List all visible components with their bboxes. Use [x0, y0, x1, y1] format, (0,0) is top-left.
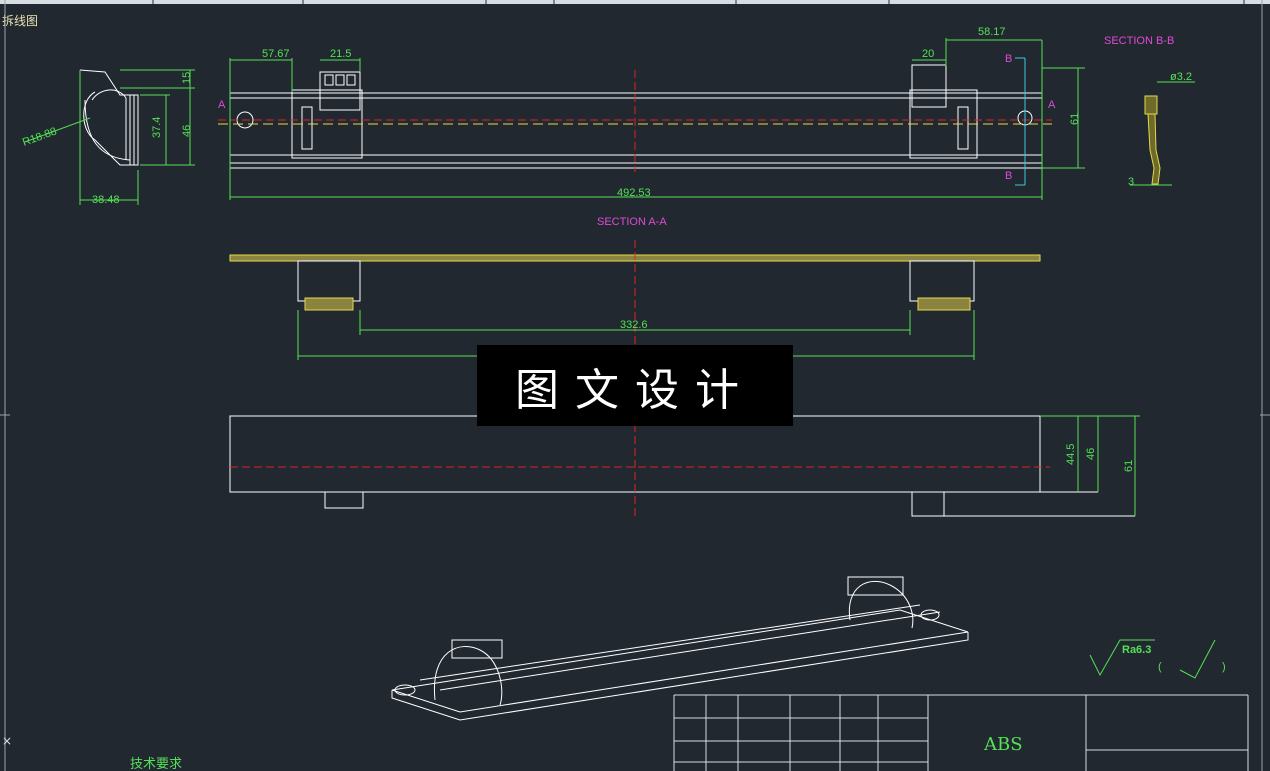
section-a-a-label: SECTION A-A: [597, 216, 667, 228]
dim-3: 3: [1128, 176, 1134, 188]
label-a-right: A: [1048, 99, 1056, 111]
svg-text:): ): [1222, 661, 1226, 673]
dim-15: 15: [181, 72, 193, 84]
label-b-bottom: B: [1005, 170, 1012, 182]
title-block: [673, 694, 1249, 771]
material-abs: ABS: [983, 734, 1023, 755]
drawing-tab-label[interactable]: 拆线图: [2, 14, 39, 28]
svg-text:(: (: [1158, 661, 1162, 673]
dim-492-53: 492.53: [617, 187, 651, 199]
top-toolbar-strip: [0, 0, 1270, 4]
dim-46: 46: [181, 125, 193, 137]
dim-r18-88: R18.88: [21, 125, 58, 148]
dim-61-bottom: 61: [1123, 460, 1135, 472]
dim-20: 20: [922, 48, 934, 60]
watermark-banner: 图文设计: [477, 345, 793, 426]
dim-phi-3-2: ø3.2: [1170, 71, 1192, 83]
tech-requirements-label: 技术要求: [130, 757, 182, 771]
isometric-view: [391, 576, 969, 721]
dim-332-6: 332.6: [620, 319, 648, 331]
label-b-top: B: [1005, 53, 1012, 65]
dim-46-bottom: 46: [1085, 448, 1097, 460]
section-bb-detail: [1144, 95, 1161, 185]
dim-21-5: 21.5: [330, 48, 351, 60]
roughness-ra: Ra6.3: [1122, 644, 1151, 656]
label-a-left: A: [218, 99, 226, 111]
dim-57-67: 57.67: [262, 48, 290, 60]
bottom-view: [229, 415, 1135, 517]
svg-text:×: ×: [2, 734, 12, 748]
dim-58-17: 58.17: [978, 26, 1006, 38]
dim-37-4: 37.4: [151, 117, 163, 138]
dim-61-top: 61: [1069, 113, 1081, 125]
profile-view: [79, 69, 139, 166]
section-b-b-label: SECTION B-B: [1104, 35, 1174, 47]
front-view: [229, 64, 1043, 169]
dim-38-48: 38.48: [92, 194, 120, 206]
dim-44-5: 44.5: [1065, 444, 1077, 465]
